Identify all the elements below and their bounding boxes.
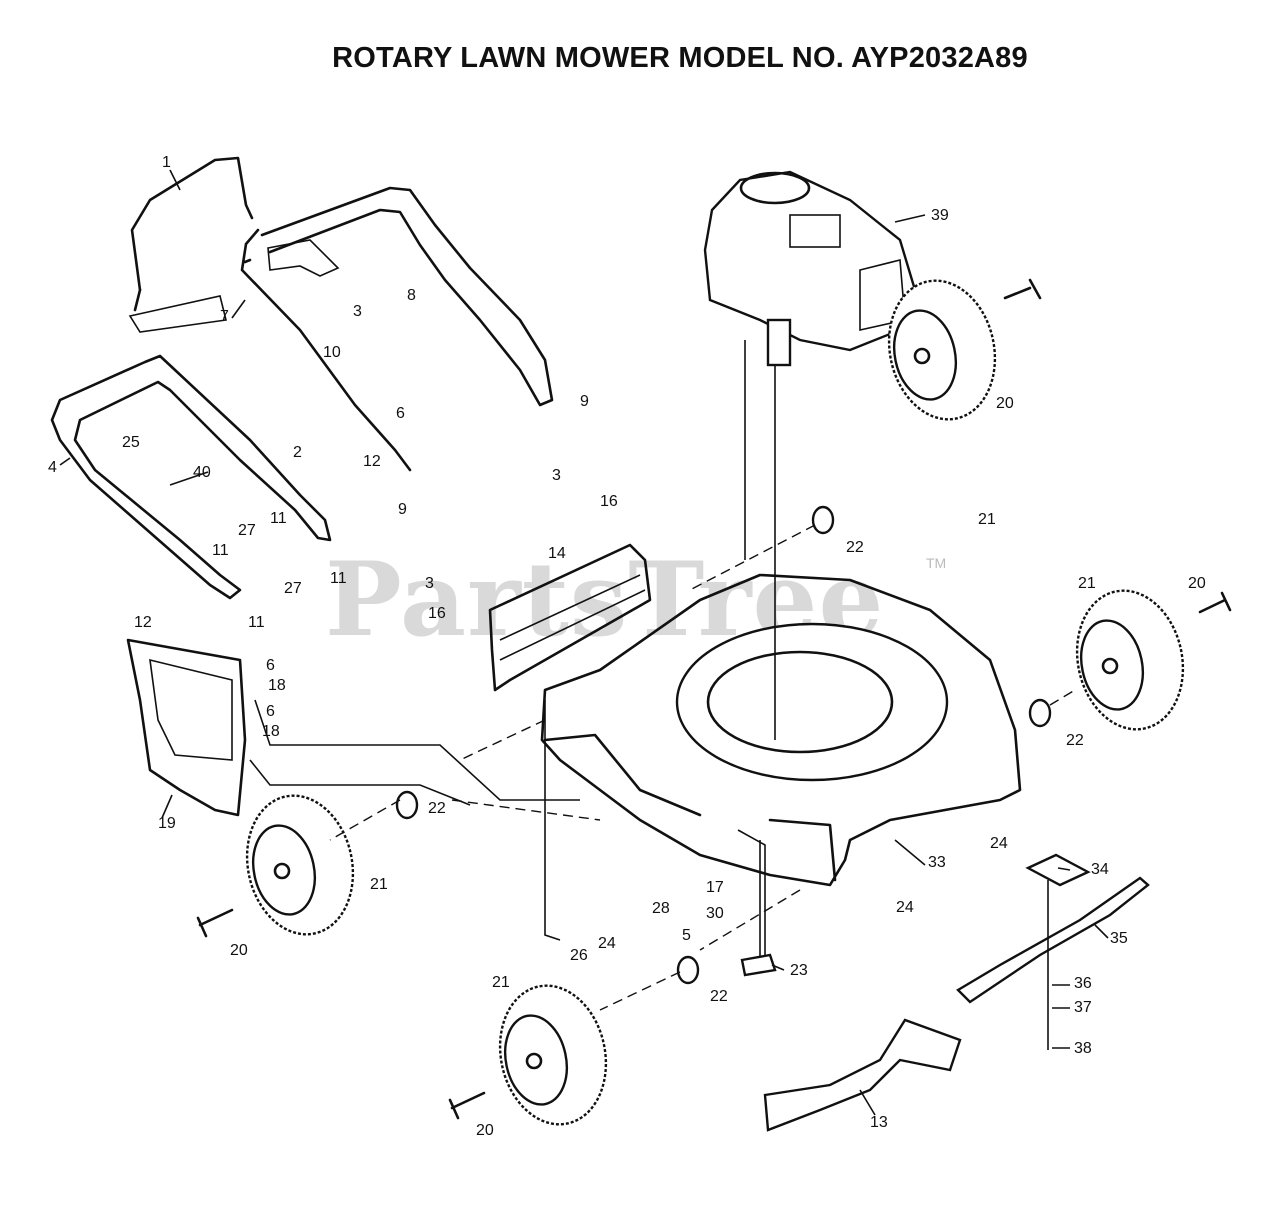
callout-22-b: 22: [1066, 732, 1084, 749]
callout-21-d: 21: [492, 974, 510, 991]
callout-20-c: 20: [230, 942, 248, 959]
callout-20-a: 20: [996, 395, 1014, 412]
callout-11-b: 11: [212, 542, 229, 559]
callout-10: 10: [323, 344, 341, 361]
part-wheel-bolts: [196, 278, 1232, 1120]
part-control-bail: [128, 156, 254, 333]
callout-labels: 1 2 3 3 3 4 5 6 6 6 7 8 9 9 10 11 11 11 …: [48, 154, 1206, 1139]
part-wheel-left-front: [498, 984, 608, 1126]
callout-23: 23: [790, 962, 808, 979]
callout-6-lower: 6: [266, 703, 275, 720]
callout-12-lower: 12: [134, 614, 152, 631]
callout-37: 37: [1074, 999, 1092, 1016]
callout-3-lower: 3: [425, 575, 434, 592]
part-engine: [703, 170, 917, 367]
callout-30: 30: [706, 905, 724, 922]
part-wheel-right-rear: [887, 279, 997, 421]
callout-3-upper: 3: [353, 303, 362, 320]
callout-2: 2: [293, 444, 302, 461]
part-mower-deck: [540, 573, 1022, 887]
callout-8: 8: [407, 287, 416, 304]
callout-1: 1: [162, 154, 171, 171]
callout-7: 7: [220, 308, 229, 325]
callout-22-d: 22: [710, 988, 728, 1005]
callout-9-lower: 9: [398, 501, 407, 518]
callout-16-lower: 16: [428, 605, 446, 622]
callout-19: 19: [158, 815, 176, 832]
callout-17: 17: [706, 879, 724, 896]
part-blade: [956, 876, 1150, 1004]
callout-9-upper: 9: [580, 393, 589, 410]
callout-24-b: 24: [896, 899, 914, 916]
part-wheel-right-front: [1075, 589, 1185, 731]
callout-28: 28: [652, 900, 670, 917]
part-23-leader: [737, 829, 766, 955]
callout-21-a: 21: [978, 511, 996, 528]
callout-24-a: 24: [990, 835, 1008, 852]
part-wheel-left-rear: [245, 794, 355, 936]
callout-11-d: 11: [248, 614, 265, 631]
callout-11-a: 11: [270, 510, 287, 527]
callout-16-upper: 16: [600, 493, 618, 510]
callout-21-b: 21: [1078, 575, 1096, 592]
callout-38: 38: [1074, 1040, 1092, 1057]
callout-13: 13: [870, 1114, 888, 1131]
dashed-assembly-lines: [329, 524, 1076, 1011]
callout-4: 4: [48, 459, 57, 476]
callout-6-mid: 6: [266, 657, 275, 674]
callout-27-lower: 27: [284, 580, 302, 597]
callout-leaders: [59, 169, 1109, 1116]
part-lower-handle: [50, 354, 332, 600]
callout-27-upper: 27: [238, 522, 256, 539]
callout-35: 35: [1110, 930, 1128, 947]
callout-24-c: 24: [598, 935, 616, 952]
part-deflector: [126, 638, 247, 817]
part-baffle: [763, 1018, 962, 1132]
callout-36: 36: [1074, 975, 1092, 992]
callout-25: 25: [122, 434, 140, 451]
callout-6-upper: 6: [396, 405, 405, 422]
callout-40: 40: [193, 464, 211, 481]
callout-26: 26: [570, 947, 588, 964]
diagram-title: ROTARY LAWN MOWER MODEL NO. AYP2032A89: [332, 42, 1028, 74]
callout-22-c: 22: [428, 800, 446, 817]
part-spacers: [395, 505, 1052, 985]
callout-39: 39: [931, 207, 949, 224]
callout-21-c: 21: [370, 876, 388, 893]
callout-5: 5: [682, 927, 691, 944]
callout-18-upper: 18: [268, 677, 286, 694]
part-upper-handle: [240, 186, 554, 472]
callout-33: 33: [928, 854, 946, 871]
callout-11-c: 11: [330, 570, 347, 587]
trademark-mark: TM: [926, 555, 947, 571]
deflector-leader: [249, 699, 580, 806]
callout-20-d: 20: [476, 1122, 494, 1139]
callout-18-lower: 18: [262, 723, 280, 740]
callout-14: 14: [548, 545, 566, 562]
alignment-line-crankshaft: [744, 340, 776, 740]
callout-3-mid: 3: [552, 467, 561, 484]
part-23: [740, 953, 777, 977]
callout-12-upper: 12: [363, 453, 381, 470]
callout-20-b: 20: [1188, 575, 1206, 592]
part-blade-adapter: [1025, 853, 1091, 1050]
deck-mount-line: [544, 700, 761, 960]
part-rear-bracket: [488, 543, 652, 692]
callout-34: 34: [1091, 861, 1109, 878]
callout-22-a: 22: [846, 539, 864, 556]
